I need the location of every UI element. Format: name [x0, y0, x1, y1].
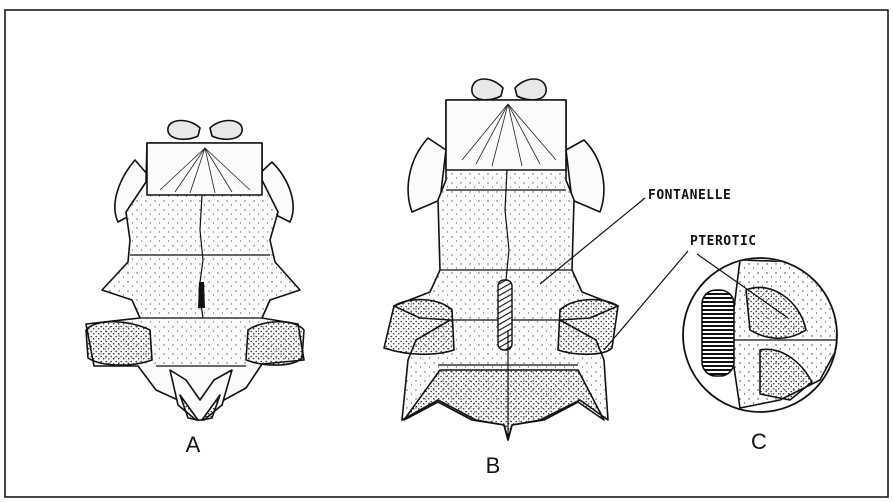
inset-c-fontanelle	[702, 290, 734, 376]
skull-b-fontanelle	[498, 280, 512, 350]
skull-a-fontanelle	[198, 282, 205, 308]
skull-b-right-pterotic	[558, 300, 618, 355]
skull-b	[384, 79, 620, 440]
skull-b-left-pterotic	[384, 300, 454, 355]
skull-a-nasal	[168, 121, 242, 140]
skull-b-posterior	[404, 370, 604, 440]
skull-a	[86, 121, 304, 421]
panel-label-c: C	[751, 429, 767, 454]
panel-label-b: B	[486, 453, 501, 478]
pterotic-leader-b	[604, 251, 688, 350]
skull-a-right-pterotic	[246, 322, 304, 365]
fontanelle-label: FONTANELLE	[648, 188, 731, 203]
skull-a-left-pterotic	[86, 322, 152, 365]
skull-b-nasal	[472, 79, 546, 100]
inset-c	[683, 258, 840, 412]
panel-label-a: A	[186, 432, 201, 457]
skull-a-ethmoid	[147, 143, 262, 195]
pterotic-label: PTEROTIC	[690, 234, 757, 249]
